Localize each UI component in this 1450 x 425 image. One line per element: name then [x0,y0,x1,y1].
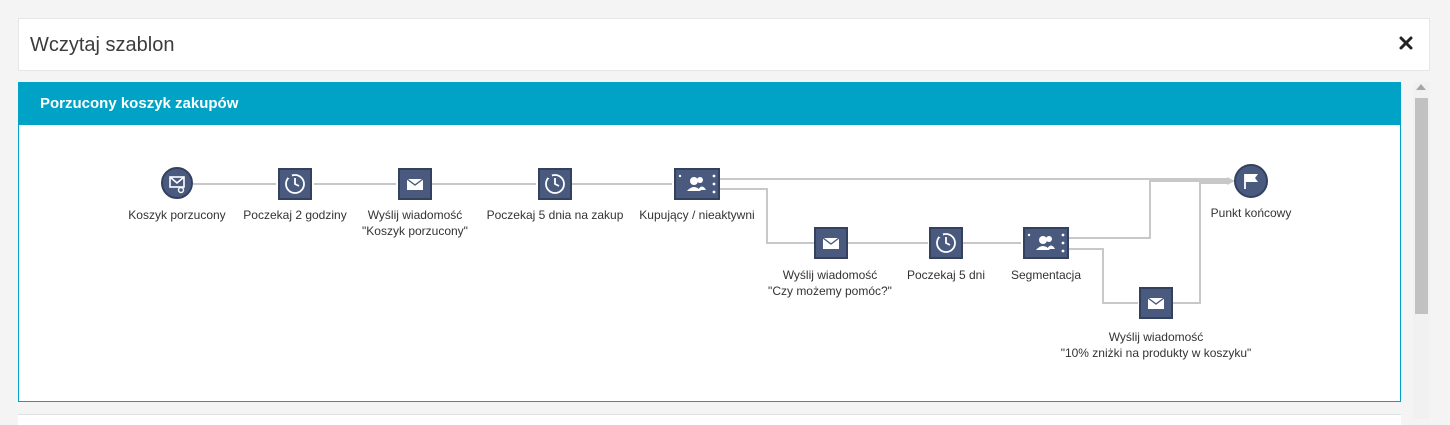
workflow-canvas: Koszyk porzucony Poczekaj 2 godziny Wyśl… [19,125,1400,401]
workflow-connectors [193,177,1235,304]
timer-icon [278,168,312,200]
node-buyers-inactive[interactable] [674,168,720,200]
timer-icon [929,227,963,259]
node-label: Koszyk porzucony [128,208,226,222]
close-icon[interactable] [1399,36,1413,50]
envelope-icon [1139,287,1173,319]
node-label: Poczekaj 2 godziny [243,208,347,222]
dialog-title: Wczytaj szablon [30,34,175,56]
node-send-message-discount[interactable] [1139,287,1173,319]
node-abandoned-cart[interactable] [161,167,193,199]
template-card[interactable]: Porzucony koszyk zakupów [18,82,1401,402]
node-label: Poczekaj 5 dni [906,268,986,282]
template-banner: Porzucony koszyk zakupów [19,83,1400,125]
node-label: Kupujący / nieaktywni [639,208,755,222]
node-label: Punkt końcowy [1210,206,1292,220]
dialog-header: Wczytaj szablon [18,18,1430,71]
template-name: Porzucony koszyk zakupów [40,95,239,112]
node-label: Wyślij wiadomość "Czy możemy pomóc?" [768,268,892,298]
connector [717,188,814,244]
node-endpoint[interactable] [1234,164,1268,198]
envelope-icon [398,168,432,200]
connector [1069,180,1228,239]
node-send-message-help[interactable] [814,227,848,259]
node-wait-5-days[interactable] [929,227,963,259]
node-label: Wyślij wiadomość "10% zniżki na produkty… [1060,330,1252,360]
node-label: Poczekaj 5 dnia na zakup [486,208,624,222]
node-label: Wyślij wiadomość "Koszyk porzucony" [362,208,468,238]
connector [1069,248,1138,304]
finish-flag-icon [1234,164,1268,198]
node-wait-5-days-purchase[interactable] [538,168,572,200]
scrollbar-thumb[interactable] [1415,98,1428,314]
segment-icon [1023,227,1069,259]
envelope-icon [814,227,848,259]
node-wait-2-hours[interactable] [278,168,312,200]
node-segmentation[interactable] [1023,227,1069,259]
connector [1173,182,1228,304]
cart-mail-icon [161,167,193,199]
node-label: Segmentacja [1010,268,1082,282]
segment-icon [674,168,720,200]
timer-icon [538,168,572,200]
node-send-message-cart[interactable] [398,168,432,200]
next-template-card[interactable] [18,414,1401,425]
scroll-up-arrow-icon[interactable] [1416,84,1426,90]
